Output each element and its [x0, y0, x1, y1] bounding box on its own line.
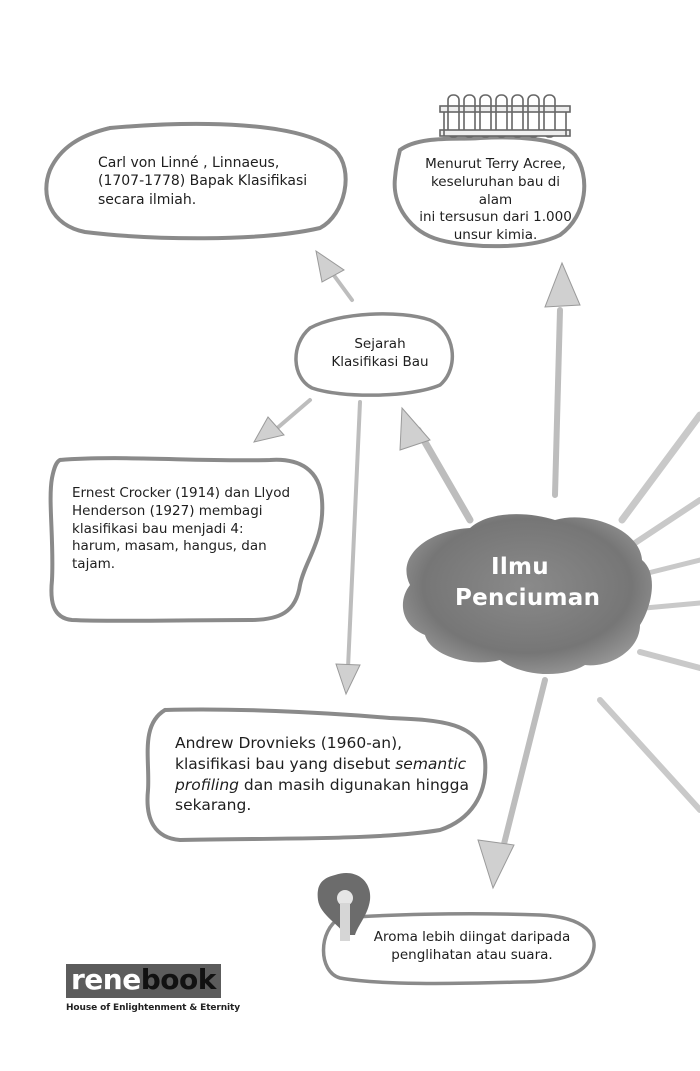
drovnieks-line-3: profiling dan masih digunakan hingga [175, 775, 469, 796]
drovnieks-line-4: sekarang. [175, 796, 252, 815]
acree-line-2: keseluruhan bau di alam [430, 173, 561, 208]
acree-line-4: unsur kimia. [453, 227, 538, 244]
node-sejarah: Sejarah Klasifikasi Bau [315, 336, 445, 372]
arrowhead-sejarah [399, 406, 431, 451]
bubble-crocker [48, 456, 325, 623]
node-drovnieks: Andrew Drovnieks (1960-an), klasifikasi … [175, 733, 469, 816]
drovnieks-line-3-plain: dan masih digunakan hingga [238, 775, 469, 794]
crocker-line-5: tajam. [72, 556, 116, 573]
center-title-line-2: Penciuman [455, 585, 601, 612]
arrow-heads [253, 249, 581, 890]
stroke-2 [629, 497, 700, 548]
stroke-1 [618, 411, 700, 524]
arrowhead-crocker [253, 416, 285, 443]
sejarah-line-1: Sejarah [354, 336, 406, 352]
bubble-linnaeus [44, 121, 348, 241]
bubble-acree [392, 135, 587, 249]
arrow-to-drovnieks [346, 400, 362, 670]
acree-line-1: Menurut Terry Acree, [425, 156, 566, 172]
arrowhead-aroma [477, 839, 515, 890]
sejarah-line-2: Klasifikasi Bau [331, 353, 429, 370]
node-aroma: Aroma lebih diingat daripada penglihatan… [362, 929, 582, 965]
arrowhead-linnaeus [315, 249, 345, 283]
arrow-to-sejarah [414, 426, 474, 524]
linnaeus-line-3: secara ilmiah. [98, 191, 197, 208]
bubble-drovnieks [145, 707, 488, 843]
node-acree: Menurut Terry Acree, keseluruhan bau di … [413, 156, 578, 245]
light-bulb-icon [317, 872, 371, 941]
aroma-line-1: Aroma lebih diingat daripada [373, 929, 571, 945]
aroma-line-2: penglihatan atau suara. [391, 946, 553, 963]
drovnieks-line-1: Andrew Drovnieks (1960-an), [175, 734, 403, 752]
crocker-line-1: Ernest Crocker (1914) dan Llyod [72, 485, 291, 501]
linnaeus-line-1: Carl von Linné , Linnaeus, [98, 155, 280, 171]
stroke-6 [597, 697, 700, 813]
arrow-to-aroma [497, 677, 548, 863]
stroke-4 [642, 600, 700, 611]
stroke-5 [637, 649, 700, 671]
arrow-to-crocker [273, 398, 312, 432]
drovnieks-line-3-italic: profiling [175, 775, 239, 794]
bubble-aroma [321, 912, 596, 986]
arrow-to-acree [552, 307, 563, 498]
logo-part-1: rene [71, 963, 141, 996]
logo-part-2: book [140, 963, 217, 996]
bubble-sejarah [294, 312, 455, 397]
connector-arrows [273, 268, 563, 863]
center-cloud [402, 514, 652, 675]
node-crocker: Ernest Crocker (1914) dan Llyod Henderso… [72, 485, 290, 574]
acree-line-3: ini tersusun dari 1.000 [419, 209, 572, 226]
node-linnaeus: Carl von Linné , Linnaeus, (1707-1778) B… [98, 154, 307, 209]
center-title-line-1: Ilmu [491, 554, 549, 580]
test-tube-rack-icon [439, 94, 571, 138]
drovnieks-line-2-plain: klasifikasi bau yang disebut [175, 754, 396, 773]
bubble-outlines [44, 121, 596, 986]
crocker-line-2: Henderson (1927) membagi [72, 502, 263, 519]
crocker-line-4: harum, masam, hangus, dan [72, 538, 267, 555]
arrowhead-drovnieks [335, 663, 361, 696]
linnaeus-line-2: (1707-1778) Bapak Klasifikasi [98, 173, 308, 190]
renebook-logo: renebook [66, 964, 221, 998]
crocker-line-3: klasifikasi bau menjadi 4: [72, 520, 244, 537]
arrowhead-acree [544, 261, 581, 308]
drovnieks-line-2-italic: semantic [395, 754, 467, 773]
center-title: Ilmu Penciuman [455, 552, 601, 615]
logo-tagline: House of Enlightenment & Eternity [66, 1003, 240, 1013]
drovnieks-line-2: klasifikasi bau yang disebut semantic [175, 754, 469, 775]
